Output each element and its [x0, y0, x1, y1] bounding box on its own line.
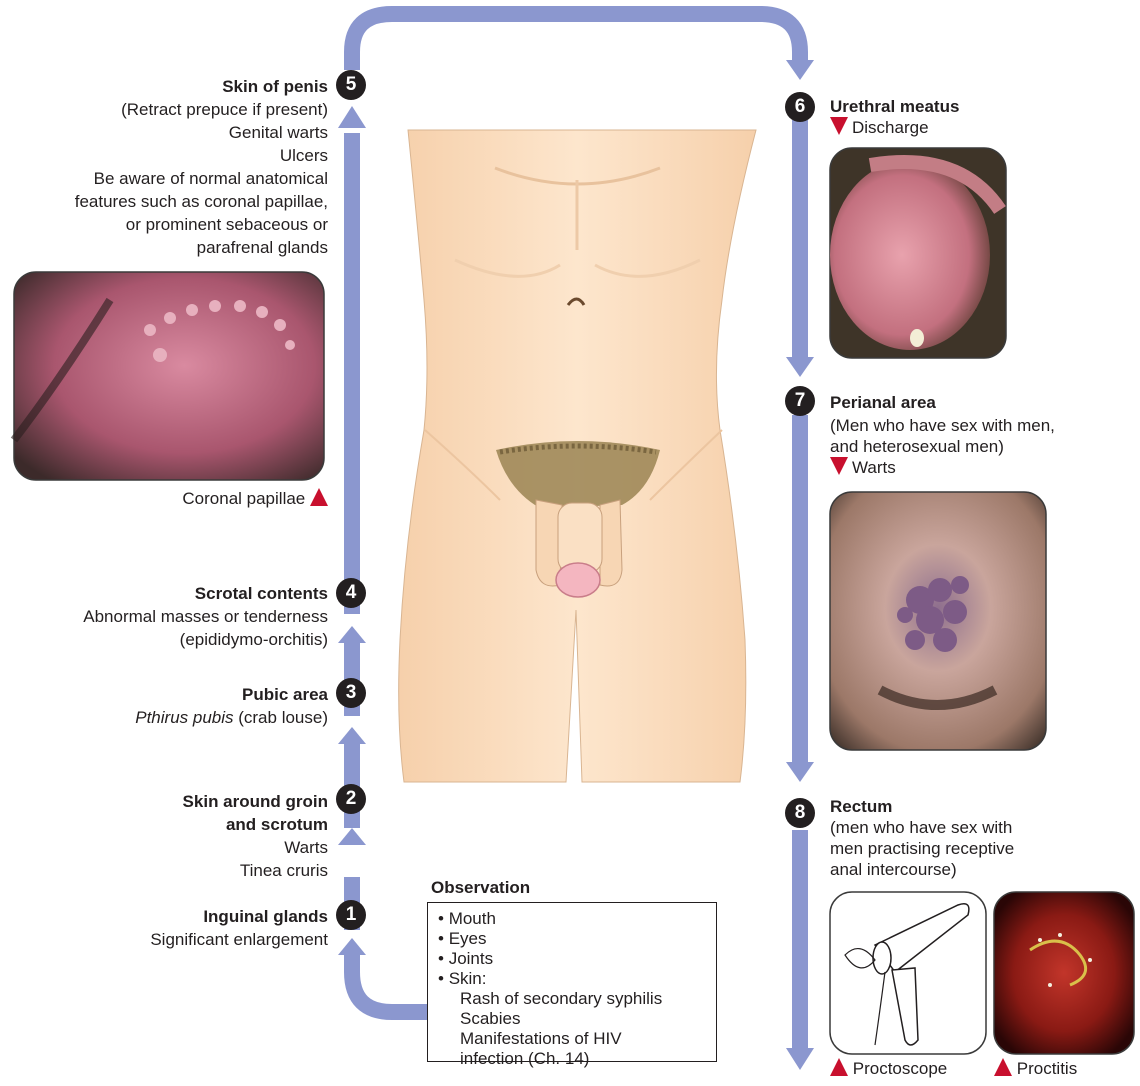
step-2-line: Tinea cruris: [183, 859, 328, 882]
step-2-number-badge: 2: [336, 784, 366, 814]
arrow-top-arc: [352, 14, 800, 70]
step-5-line: Be aware of normal anatomical: [75, 167, 328, 190]
step-8-text: Rectum (men who have sex with men practi…: [830, 796, 1014, 880]
coronal-papillae-caption: Coronal papillae: [182, 487, 328, 510]
step-7-number-badge: 7: [785, 386, 815, 416]
observation-skin-subitem: infection (Ch. 14): [438, 1049, 716, 1069]
step-8-line: men practising receptive: [830, 838, 1014, 859]
step-6-number-badge: 6: [785, 92, 815, 122]
step-2-title: Skin around groin: [183, 790, 328, 813]
step-2-line: Warts: [183, 836, 328, 859]
step-4-text: Scrotal contents Abnormal masses or tend…: [83, 582, 328, 651]
observation-skin-subitem: Scabies: [438, 1009, 716, 1029]
observation-item: • Mouth: [438, 909, 716, 929]
proctoscope-label: Proctoscope: [853, 1059, 948, 1078]
observation-item-label: Eyes: [449, 929, 487, 948]
observation-item: • Skin:: [438, 969, 716, 989]
step-5-line: (Retract prepuce if present): [75, 98, 328, 121]
step-5-title: Skin of penis: [75, 75, 328, 98]
step-3-species: Pthirus pubis: [135, 708, 233, 727]
photo-proctitis: [994, 892, 1134, 1054]
step-5-line: Ulcers: [75, 144, 328, 167]
marker-down-icon: [830, 117, 848, 135]
step-4-line: (epididymo-orchitis): [83, 628, 328, 651]
step-8-number-badge: 8: [785, 798, 815, 828]
step-6-marker-line: Discharge: [830, 117, 959, 138]
proctoscope-caption: Proctoscope: [830, 1058, 947, 1079]
step-6-marker-label: Discharge: [852, 118, 929, 137]
male-body-figure: [399, 130, 756, 782]
photo-urethral-discharge: [830, 148, 1006, 358]
step-1-text: Inguinal glands Significant enlargement: [150, 905, 328, 951]
observation-skin-subitem: Manifestations of HIV: [438, 1029, 716, 1049]
step-7-marker-line: Warts: [830, 457, 1055, 478]
observation-item-label: Mouth: [449, 909, 496, 928]
observation-item-label: Skin:: [449, 969, 487, 988]
step-2-text: Skin around groin and scrotum Warts Tine…: [183, 790, 328, 882]
step-7-marker-label: Warts: [852, 458, 896, 477]
observation-box: • Mouth • Eyes • Joints • Skin: Rash of …: [427, 902, 717, 1062]
proctitis-label: Proctitis: [1017, 1059, 1077, 1078]
coronal-papillae-label: Coronal papillae: [182, 489, 305, 508]
step-3-number-badge: 3: [336, 678, 366, 708]
step-1-number-badge: 1: [336, 900, 366, 930]
step-7-title: Perianal area: [830, 392, 1055, 413]
step-3-common-name: (crab louse): [234, 708, 328, 727]
marker-up-icon: [310, 488, 328, 506]
step-7-line: and heterosexual men): [830, 436, 1055, 457]
marker-up-icon: [994, 1058, 1012, 1076]
step-5-line: features such as coronal papillae,: [75, 190, 328, 213]
step-6-title: Urethral meatus: [830, 96, 959, 117]
step-5-line: parafrenal glands: [75, 236, 328, 259]
step-5-number-badge: 5: [336, 70, 366, 100]
observation-item-label: Joints: [449, 949, 493, 968]
step-8-line: (men who have sex with: [830, 817, 1014, 838]
marker-down-icon: [830, 457, 848, 475]
step-5-line: Genital warts: [75, 121, 328, 144]
step-8-title: Rectum: [830, 796, 1014, 817]
step-3-line: Pthirus pubis (crab louse): [135, 706, 328, 729]
proctoscope-drawing: [830, 892, 986, 1054]
proctitis-caption: Proctitis: [994, 1058, 1077, 1079]
step-6-text: Urethral meatus Discharge: [830, 96, 959, 138]
step-4-number-badge: 4: [336, 578, 366, 608]
step-4-title: Scrotal contents: [83, 582, 328, 605]
step-1-line: Significant enlargement: [150, 928, 328, 951]
step-3-text: Pubic area Pthirus pubis (crab louse): [135, 683, 328, 729]
step-7-text: Perianal area (Men who have sex with men…: [830, 392, 1055, 478]
photo-coronal-papillae: [14, 272, 324, 480]
step-7-line: (Men who have sex with men,: [830, 415, 1055, 436]
marker-up-icon: [830, 1058, 848, 1076]
step-5-line: or prominent sebaceous or: [75, 213, 328, 236]
observation-skin-subitem: Rash of secondary syphilis: [438, 989, 716, 1009]
step-1-title: Inguinal glands: [150, 905, 328, 928]
step-8-line: anal intercourse): [830, 859, 1014, 880]
step-2-title: and scrotum: [183, 813, 328, 836]
step-4-line: Abnormal masses or tenderness: [83, 605, 328, 628]
step-3-title: Pubic area: [135, 683, 328, 706]
observation-item: • Joints: [438, 949, 716, 969]
photo-perianal-warts: [830, 492, 1046, 750]
observation-item: • Eyes: [438, 929, 716, 949]
step-5-text: Skin of penis (Retract prepuce if presen…: [75, 75, 328, 259]
observation-title: Observation: [431, 878, 530, 898]
